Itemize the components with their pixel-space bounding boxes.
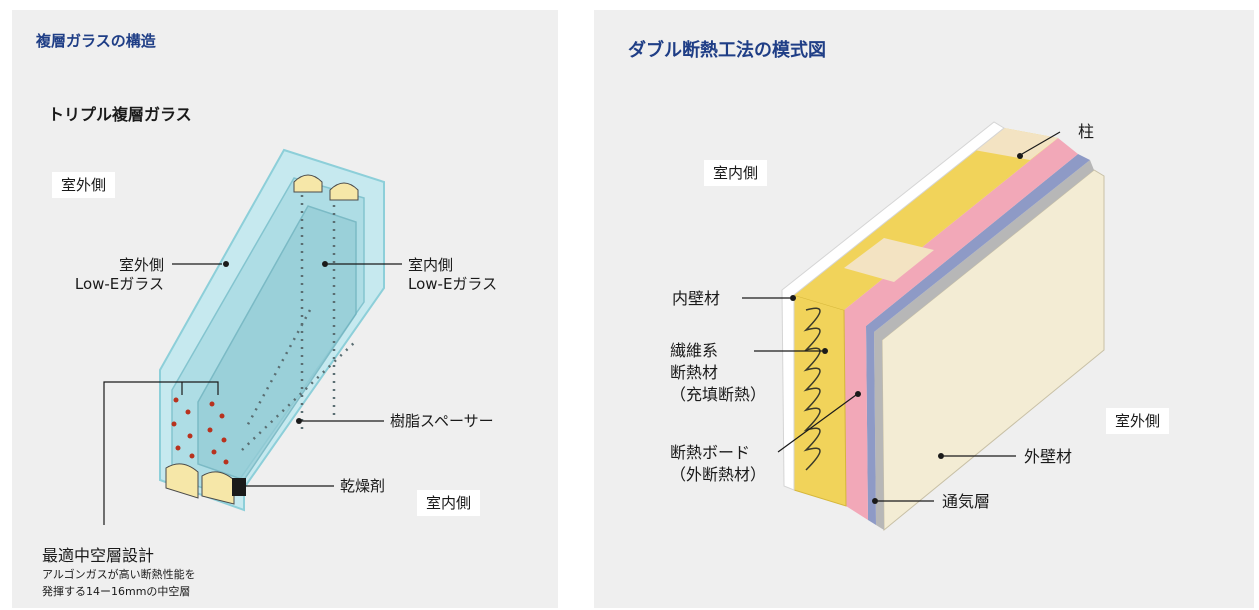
pillar xyxy=(974,128,1058,160)
resin-spacer xyxy=(241,195,358,451)
indoor-low-e-glass xyxy=(197,205,357,481)
inner-wall-board xyxy=(781,121,1005,491)
fiber-wave-pattern xyxy=(803,307,821,471)
air-layer-label: 通気層 xyxy=(942,492,991,511)
outer-wall-label: 外壁材 xyxy=(1024,447,1073,466)
spacer-caps xyxy=(165,174,359,505)
pillar-label: 柱 xyxy=(1078,122,1095,141)
optimal-gap-title: 最適中空層設計 xyxy=(42,546,155,565)
board-insulation-label: 断熱ボード （外断熱材） xyxy=(670,443,767,484)
fiber-insulation xyxy=(793,294,847,507)
indoor-glass-label: 室内側 Low-Eガラス xyxy=(408,256,498,293)
double-insulation-panel: ダブル断熱工法の模式図 室内側 室外側 柱 内壁材 繊維系 断熱材 （充填断熱）… xyxy=(594,10,1254,608)
indoor-side-tag: 室内側 xyxy=(417,490,481,516)
indoor-side-tag: 室内側 xyxy=(704,160,768,186)
panel-title: 複層ガラスの構造 xyxy=(36,32,156,50)
board-insulation xyxy=(844,138,1078,520)
subtitle: トリプル複層ガラス xyxy=(48,105,192,124)
inner-wall-label: 内壁材 xyxy=(672,289,721,308)
spacer-label: 樹脂スペーサー xyxy=(390,412,494,430)
glass-structure-panel: 複層ガラスの構造 トリプル複層ガラス 室外側 室内側 室外側 Low-Eガラス … xyxy=(12,10,558,608)
outdoor-glass-label: 室外側 Low-Eガラス xyxy=(74,256,164,293)
outdoor-side-tag: 室外側 xyxy=(52,172,116,198)
panel-title: ダブル断熱工法の模式図 xyxy=(628,40,826,61)
fiber-insulation-label: 繊維系 断熱材 （充填断熱） xyxy=(670,341,767,404)
argon-gas-dots xyxy=(171,397,229,465)
outdoor-side-tag: 室外側 xyxy=(1106,408,1170,434)
wall-section-illustration xyxy=(742,121,1105,532)
desiccant-label: 乾燥剤 xyxy=(340,477,386,495)
triple-glass-illustration xyxy=(103,148,402,525)
optimal-gap-description: アルゴンガスが高い断熱性能を 発揮する14ー16mmの中空層 xyxy=(42,568,196,598)
